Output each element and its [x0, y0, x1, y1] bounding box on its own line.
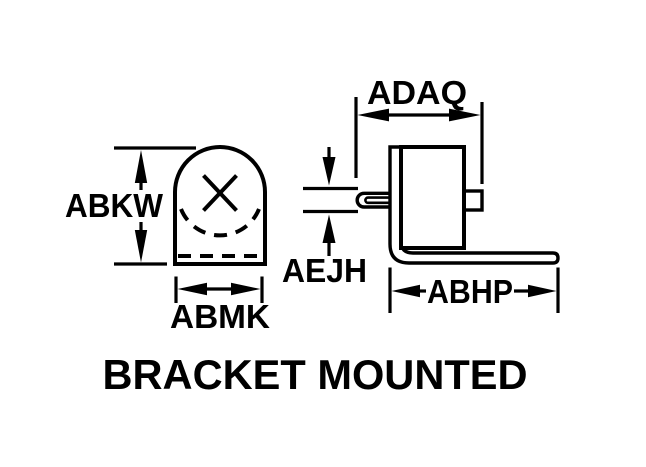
hidden-circle-arc	[179, 208, 261, 238]
abkw-arrowhead-up	[134, 150, 148, 183]
abmk-arrowhead-right	[231, 282, 261, 296]
mounting-tab	[462, 189, 484, 212]
terminal-lug-slot	[364, 196, 392, 205]
dimension-adaq: ADAQ	[354, 74, 484, 184]
abmk-arrowhead-left	[177, 282, 207, 296]
abmk-label: ABMK	[170, 298, 270, 335]
abkw-arrowhead-down	[134, 230, 148, 263]
front-view: ABKW ABMK	[65, 145, 270, 335]
aejh-arrowhead-up	[322, 214, 336, 243]
abhp-arrowhead-right	[528, 284, 557, 298]
abhp-label: ABHP	[427, 273, 513, 310]
adaq-arrowhead-right	[449, 108, 481, 122]
diagram-title: BRACKET MOUNTED	[103, 351, 528, 398]
aejh-label: AEJH	[282, 252, 367, 289]
aejh-arrowhead-down	[322, 157, 336, 186]
clamp-body-outline	[173, 145, 267, 266]
dimension-abkw: ABKW	[65, 146, 196, 266]
side-view: ADAQ AEJH ABHP	[282, 74, 560, 313]
abhp-arrowhead-left	[391, 284, 420, 298]
l-bracket-outline	[388, 145, 560, 265]
cross-marker-line-2	[202, 174, 238, 212]
dimension-aejh: AEJH	[282, 147, 367, 289]
component-body	[399, 145, 466, 250]
adaq-arrowhead-left	[357, 108, 389, 122]
abkw-label: ABKW	[65, 187, 164, 224]
adaq-label: ADAQ	[367, 74, 467, 111]
dimension-abmk: ABMK	[170, 276, 270, 335]
dimension-abhp: ABHP	[388, 267, 560, 313]
